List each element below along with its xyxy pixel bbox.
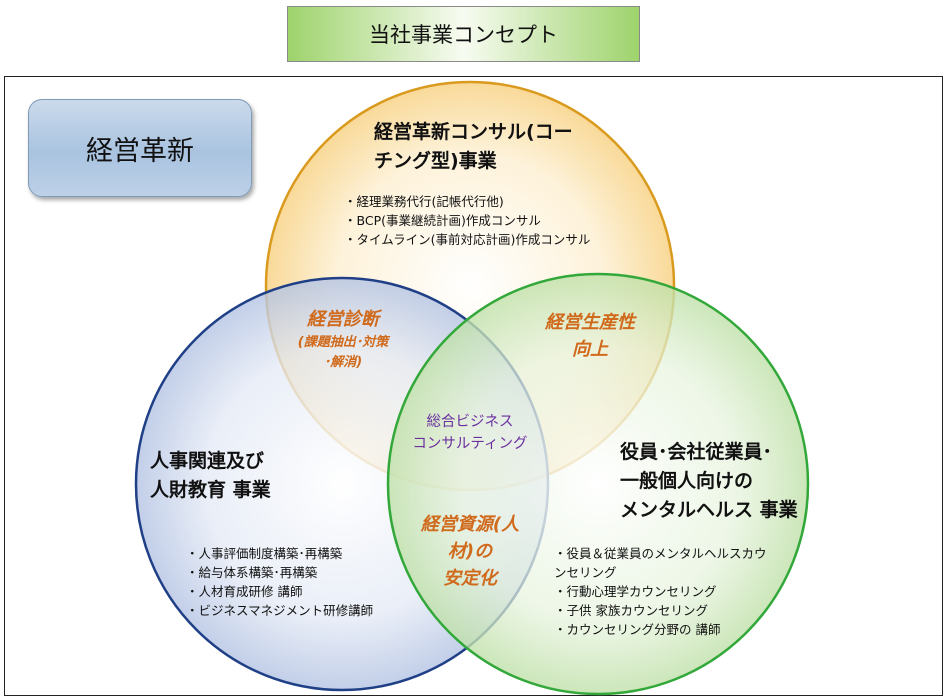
heading-line: 役員･会社従業員･ <box>620 441 773 463</box>
list-item: ・給与体系構築･再構築 <box>186 565 318 580</box>
overlap-subtitle: (課題抽出･対策 <box>297 335 389 350</box>
heading-line: 経営革新コンサル(コー <box>374 121 573 143</box>
list-item: ・子供 家族カウンセリング <box>554 603 708 618</box>
top-circle-heading: 経営革新コンサル(コー チング型)事業 <box>374 118 573 176</box>
center-title-line: コンサルティング <box>412 436 528 452</box>
list-item: ・BCP(事業継続計画)作成コンサル <box>344 213 541 228</box>
page-title: 当社事業コンセプト <box>287 6 640 62</box>
right-circle-list: ・役員＆従業員のメンタルヘルスカウ ンセリング ・行動心理学カウンセリング ・子… <box>554 544 767 639</box>
section-badge: 経営革新 <box>28 99 252 197</box>
list-item: ・人事評価制度構築･再構築 <box>186 546 343 561</box>
overlap-top-left: 経営診断 (課題抽出･対策 ･解消) <box>268 307 418 373</box>
overlap-title: 経営診断 <box>307 309 379 330</box>
circle-right <box>386 272 810 696</box>
list-item: ・カウンセリング分野の 講師 <box>554 622 721 637</box>
heading-line: チング型)事業 <box>374 150 497 172</box>
heading-line: 一般個人向けの <box>620 470 754 492</box>
list-item: ・人材育成研修 講師 <box>186 584 303 599</box>
list-item: ・役員＆従業員のメンタルヘルスカウ <box>554 546 767 561</box>
center-title-line: 総合ビジネス <box>426 414 514 430</box>
overlap-title-line: 経営生産性 <box>545 312 635 333</box>
overlap-title-line: 材)の <box>447 541 493 562</box>
right-circle-heading: 役員･会社従業員･ 一般個人向けの メンタルヘルス 事業 <box>620 438 798 525</box>
overlap-top-right: 経営生産性 向上 <box>520 309 660 363</box>
list-item: ンセリング <box>554 565 617 580</box>
heading-line: メンタルヘルス 事業 <box>620 499 798 521</box>
overlap-subtitle: ･解消) <box>323 355 363 370</box>
heading-line: 人事関連及び <box>150 450 265 472</box>
heading-line: 人財教育 事業 <box>150 479 271 501</box>
top-circle-list: ・経理業務代行(記帳代行他) ・BCP(事業継続計画)作成コンサル ・タイムライ… <box>344 192 590 249</box>
left-circle-list: ・人事評価制度構築･再構築 ・給与体系構築･再構築 ・人材育成研修 講師 ・ビジ… <box>186 544 373 620</box>
left-circle-heading: 人事関連及び 人財教育 事業 <box>150 447 271 505</box>
overlap-title-line: 安定化 <box>443 568 497 589</box>
list-item: ・経理業務代行(記帳代行他) <box>344 194 504 209</box>
list-item: ・ビジネスマネジメント研修講師 <box>186 603 374 618</box>
list-item: ・行動心理学カウンセリング <box>554 584 717 599</box>
overlap-left-right: 経営資源(人 材)の 安定化 <box>402 511 538 592</box>
overlap-title-line: 経営資源(人 <box>420 514 520 535</box>
list-item: ・タイムライン(事前対応計画)作成コンサル <box>344 232 591 247</box>
overlap-title-line: 向上 <box>572 339 608 360</box>
overlap-center: 総合ビジネス コンサルティング <box>392 411 548 455</box>
